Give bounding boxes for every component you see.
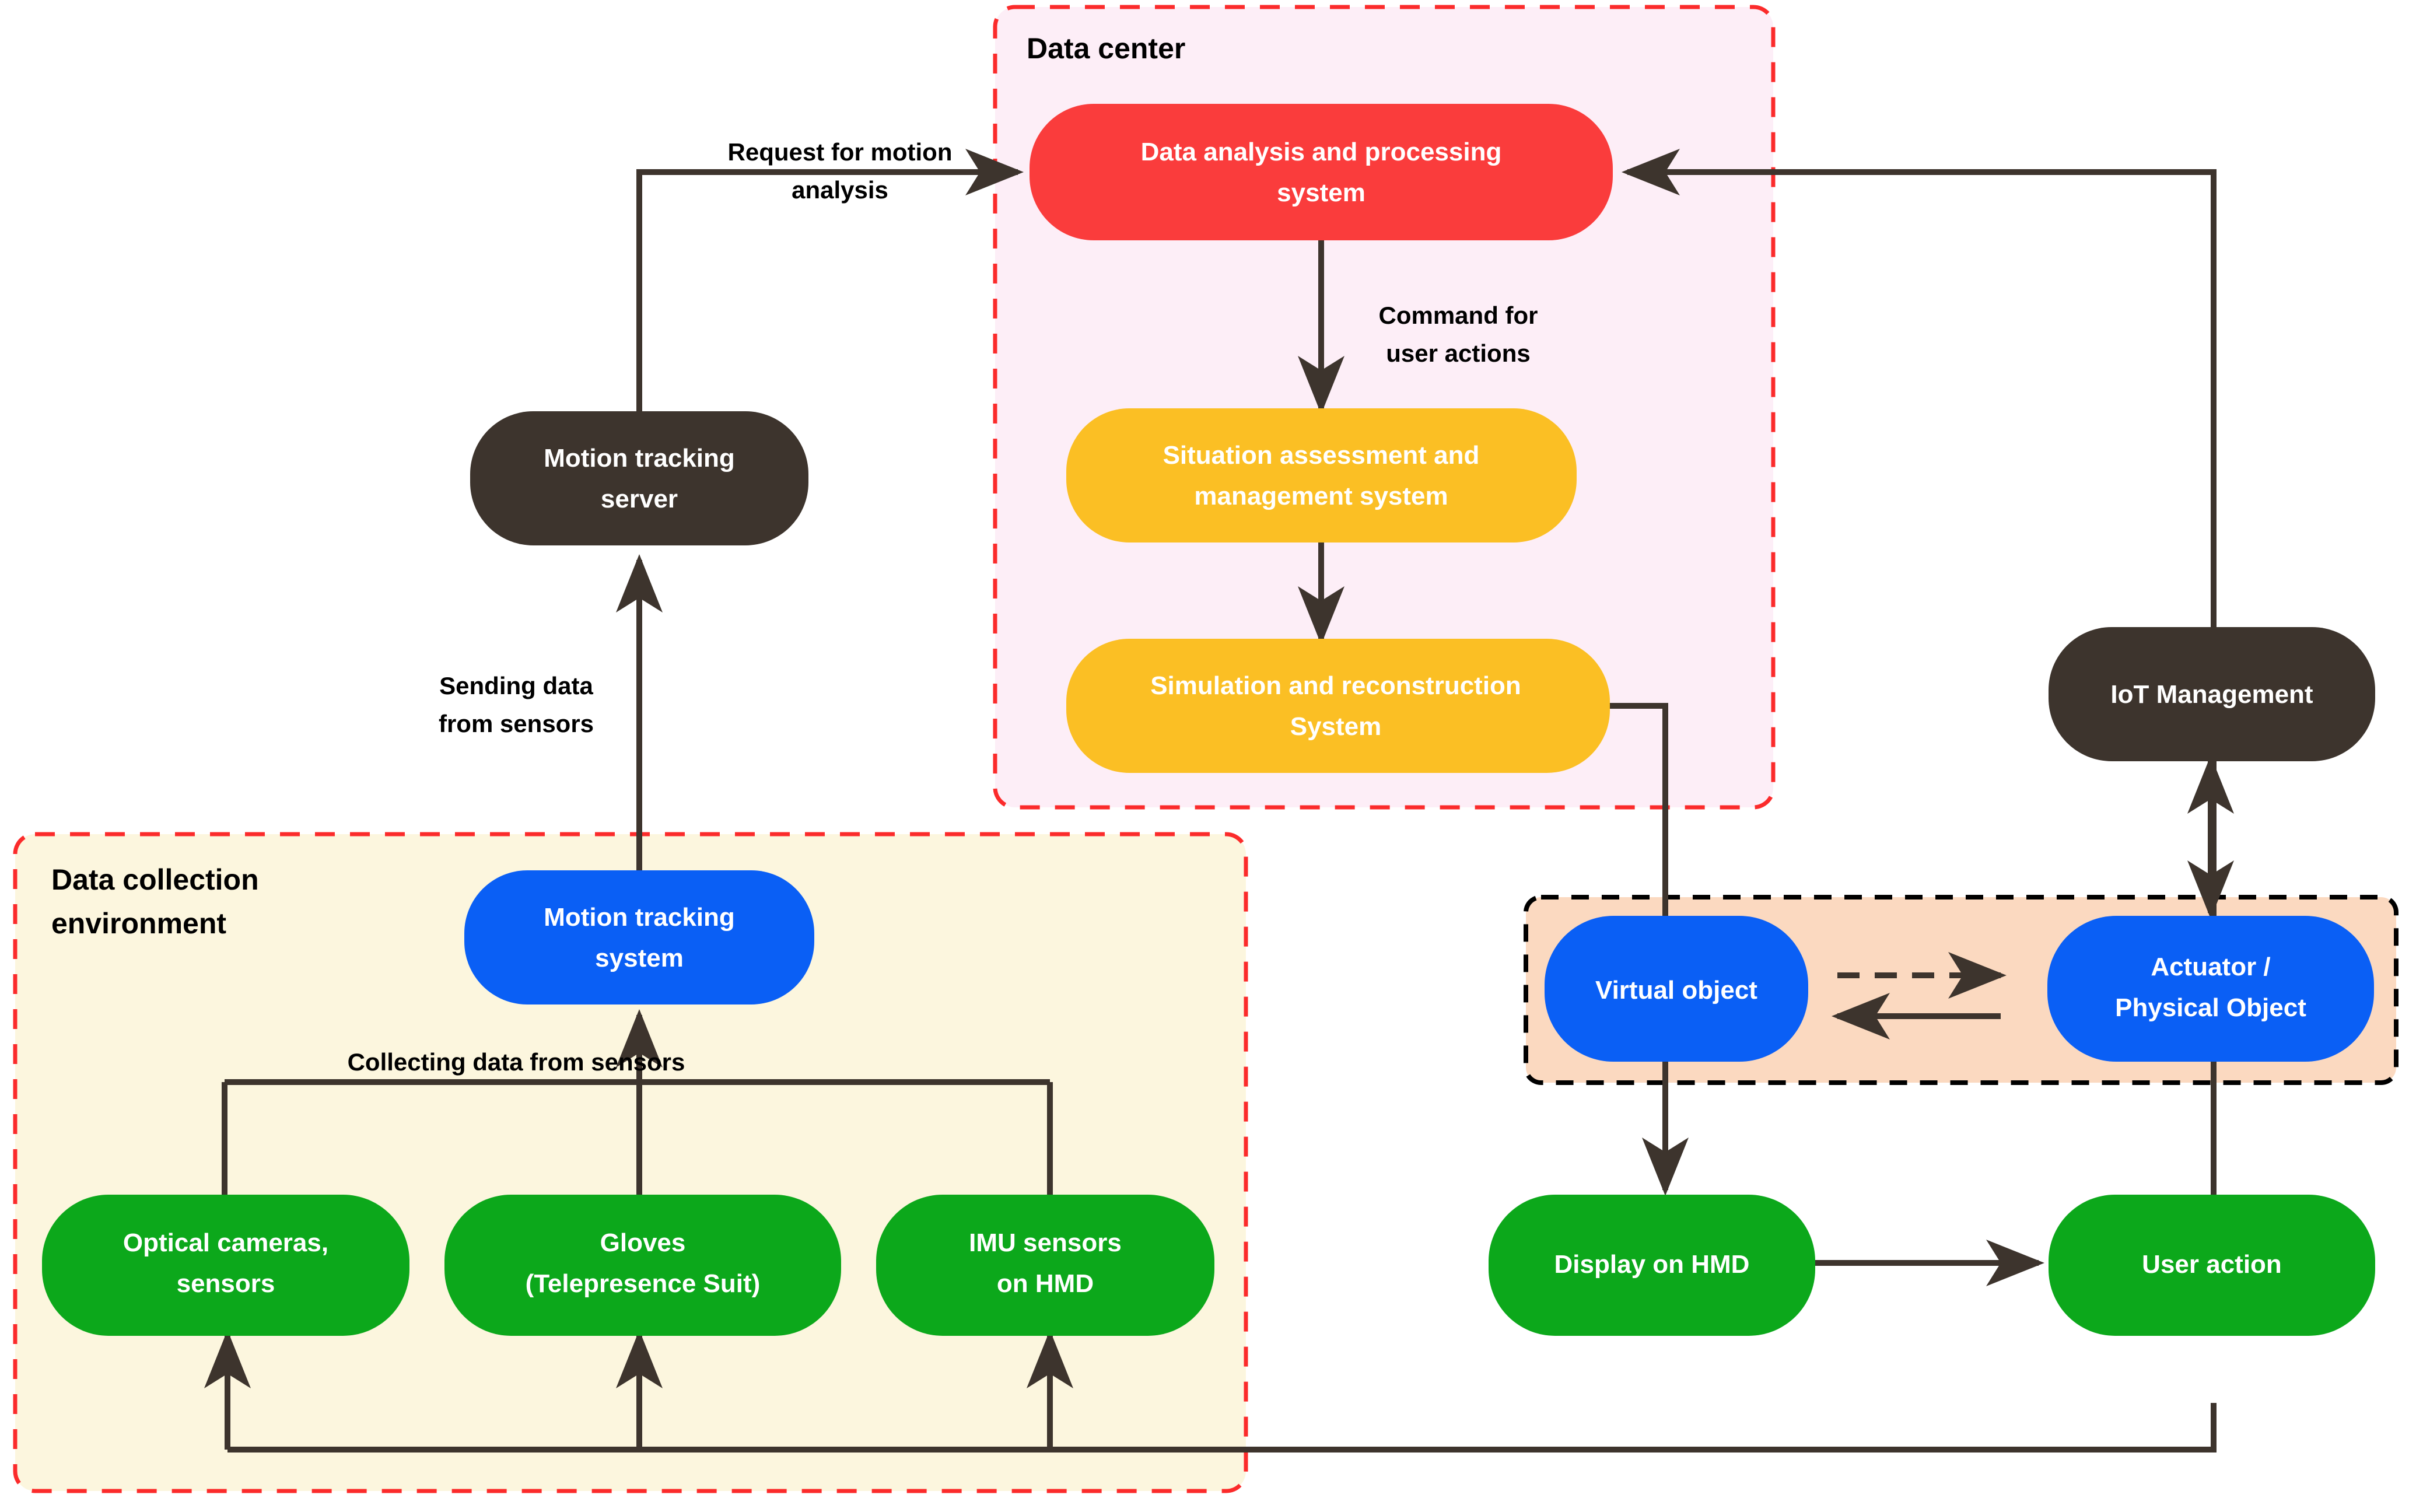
node-imu-sensors-label-line2: on HMD — [997, 1269, 1094, 1298]
node-motion-tracking-system[interactable]: Motion tracking system — [464, 870, 814, 1005]
data-collection-environment-label-line2: environment — [51, 907, 226, 940]
node-motion-tracking-server-label-line2: server — [601, 485, 678, 513]
node-display-on-hmd[interactable]: Display on HMD — [1489, 1195, 1815, 1336]
node-motion-tracking-system-label-line1: Motion tracking — [544, 903, 735, 932]
edge-labels-layer: Request for motion analysis Command for … — [348, 138, 1538, 1076]
node-motion-tracking-system-shape[interactable] — [464, 870, 814, 1005]
node-gloves-shape[interactable] — [444, 1195, 841, 1336]
edges-layer — [204, 149, 2234, 1452]
node-iot-management-shape[interactable] — [2049, 627, 2375, 761]
node-motion-tracking-server-label-line1: Motion tracking — [544, 444, 735, 473]
node-user-action-label: User action — [2142, 1250, 2282, 1279]
node-optical-cameras-shape[interactable] — [42, 1195, 409, 1336]
node-display-on-hmd-label: Display on HMD — [1554, 1250, 1750, 1279]
node-simulation-reconstruction[interactable]: Simulation and reconstruction System — [1066, 639, 1610, 773]
node-imu-sensors-shape[interactable] — [876, 1195, 1214, 1336]
edge-label-command-for-user-actions-line2: user actions — [1386, 340, 1530, 367]
node-motion-tracking-server-shape[interactable] — [470, 411, 808, 545]
node-data-analysis-label-line1: Data analysis and processing — [1141, 138, 1502, 166]
node-optical-cameras-label-line1: Optical cameras, — [123, 1228, 328, 1257]
node-simulation-reconstruction-shape[interactable] — [1066, 639, 1610, 773]
node-user-action-shape[interactable] — [2049, 1195, 2375, 1336]
edge-label-collecting-data-from-sensors: Collecting data from sensors — [348, 1048, 685, 1076]
node-iot-management-label: IoT Management — [2110, 680, 2313, 709]
node-optical-cameras[interactable]: Optical cameras, sensors — [42, 1195, 409, 1336]
node-imu-sensors[interactable]: IMU sensors on HMD — [876, 1195, 1214, 1336]
node-imu-sensors-label-line1: IMU sensors — [969, 1228, 1122, 1257]
node-situation-assessment-shape[interactable] — [1066, 408, 1577, 542]
data-center-label: Data center — [1027, 32, 1185, 65]
node-optical-cameras-label-line2: sensors — [177, 1269, 275, 1298]
node-gloves[interactable]: Gloves (Telepresence Suit) — [444, 1195, 841, 1336]
edge-label-request-for-motion-analysis-line1: Request for motion — [728, 138, 953, 166]
node-gloves-label-line2: (Telepresence Suit) — [526, 1269, 761, 1298]
edge-label-request-for-motion-analysis-line2: analysis — [792, 176, 888, 204]
edge-useraction-return-bus — [227, 1403, 2217, 1452]
node-virtual-object[interactable]: Virtual object — [1545, 916, 1808, 1062]
node-display-on-hmd-shape[interactable] — [1489, 1195, 1815, 1336]
edge-label-sending-data-from-sensors-line1: Sending data — [439, 672, 593, 699]
node-data-analysis[interactable]: Data analysis and processing system — [1030, 104, 1613, 240]
edge-label-sending-data-from-sensors-line2: from sensors — [439, 710, 594, 737]
node-user-action[interactable]: User action — [2049, 1195, 2375, 1336]
edge-server-to-analysis — [636, 149, 1024, 411]
node-gloves-label-line1: Gloves — [600, 1228, 686, 1257]
node-actuator-physical-object-shape[interactable] — [2047, 916, 2374, 1062]
node-virtual-object-shape[interactable] — [1545, 916, 1808, 1062]
edge-label-command-for-user-actions-line1: Command for — [1379, 302, 1538, 329]
node-data-analysis-label-line2: system — [1277, 178, 1365, 207]
node-iot-management[interactable]: IoT Management — [2049, 627, 2375, 761]
data-collection-environment-label-line1: Data collection — [51, 863, 259, 896]
node-actuator-physical-object-label-line1: Actuator / — [2151, 953, 2270, 981]
node-virtual-object-label: Virtual object — [1595, 976, 1757, 1005]
node-motion-tracking-system-label-line2: system — [595, 944, 684, 972]
node-situation-assessment-label-line2: management system — [1194, 482, 1448, 510]
node-data-analysis-shape[interactable] — [1030, 104, 1613, 240]
node-motion-tracking-server[interactable]: Motion tracking server — [470, 411, 808, 545]
node-simulation-reconstruction-label-line2: System — [1290, 712, 1382, 741]
node-simulation-reconstruction-label-line1: Simulation and reconstruction — [1150, 671, 1521, 700]
node-actuator-physical-object-label-line2: Physical Object — [2115, 993, 2306, 1022]
node-situation-assessment-label-line1: Situation assessment and — [1163, 441, 1480, 470]
node-situation-assessment[interactable]: Situation assessment and management syst… — [1066, 408, 1577, 542]
node-actuator-physical-object[interactable]: Actuator / Physical Object — [2047, 916, 2374, 1062]
